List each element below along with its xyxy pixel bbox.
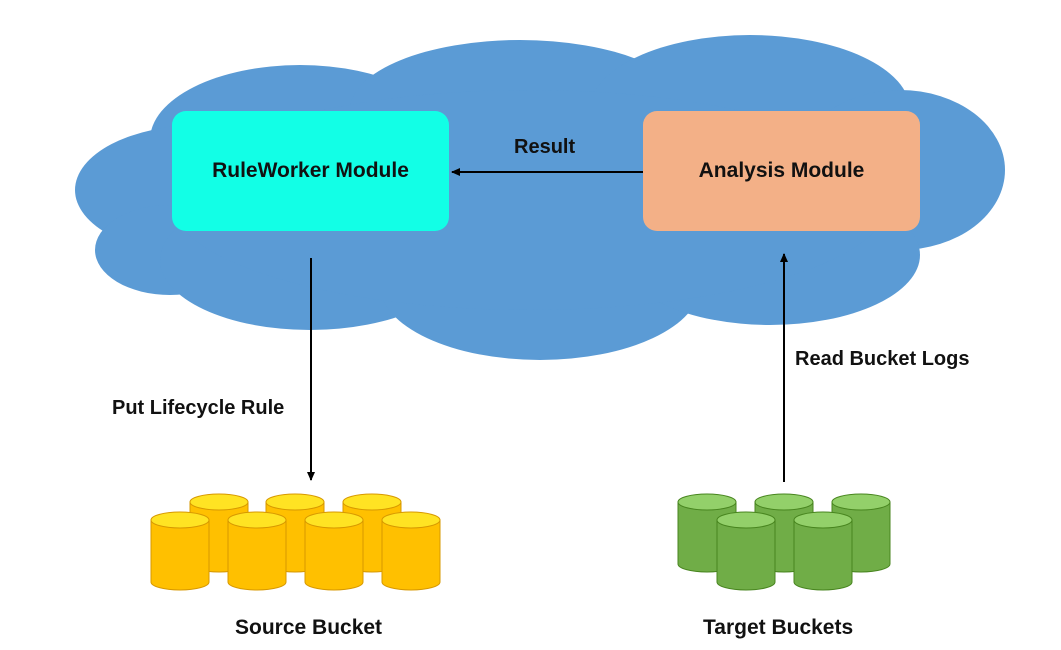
- target-bucket-group: [677, 493, 891, 591]
- analysis-module: Analysis Module: [643, 111, 920, 231]
- analysis-module-label: Analysis Module: [698, 159, 865, 182]
- source-bucket-icon: [304, 511, 364, 591]
- result-label: Result: [514, 136, 576, 158]
- target-bucket-icon: [716, 511, 776, 591]
- source-bucket-group: [150, 493, 441, 591]
- source-bucket-label: Source Bucket: [235, 616, 383, 639]
- source-bucket-icon: [381, 511, 441, 591]
- target-buckets-label: Target Buckets: [703, 616, 854, 639]
- target-bucket-icon: [793, 511, 853, 591]
- source-bucket-icon: [227, 511, 287, 591]
- source-bucket-icon: [150, 511, 210, 591]
- ruleworker-module-label: RuleWorker Module: [212, 159, 409, 182]
- put-lifecycle-rule-label: Put Lifecycle Rule: [112, 397, 285, 419]
- ruleworker-module: RuleWorker Module: [172, 111, 449, 231]
- read-bucket-logs-label: Read Bucket Logs: [795, 348, 970, 370]
